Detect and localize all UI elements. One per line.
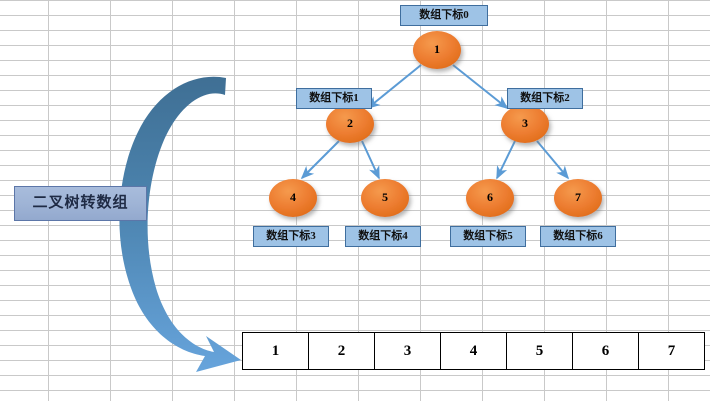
node-value-4: 4 xyxy=(290,190,296,204)
tree-edges xyxy=(300,64,570,180)
edge-n3-n7 xyxy=(536,140,570,180)
edge-n1-n2 xyxy=(366,64,422,110)
index-label-box-3: 数组下标3 xyxy=(253,226,329,247)
node-circle-5 xyxy=(361,179,409,217)
node-value-3: 3 xyxy=(522,116,528,130)
node-value-7: 7 xyxy=(575,190,581,204)
array-cell-0: 1 xyxy=(242,332,309,370)
index-label-box-6: 数组下标6 xyxy=(540,226,616,247)
array-cell-2: 3 xyxy=(374,332,441,370)
node-value-2: 2 xyxy=(347,116,353,130)
index-label-box-4: 数组下标4 xyxy=(345,226,421,247)
node-value-5: 5 xyxy=(382,190,388,204)
index-label-box-5: 数组下标5 xyxy=(450,226,526,247)
node-circle-6 xyxy=(466,179,514,217)
index-label-box-0: 数组下标0 xyxy=(400,5,488,26)
node-value-1: 1 xyxy=(434,42,440,56)
edge-n3-n6 xyxy=(496,140,516,180)
index-label-box-1: 数组下标1 xyxy=(296,88,372,109)
node-value-6: 6 xyxy=(487,190,493,204)
conversion-title-box: 二叉树转数组 xyxy=(14,186,147,221)
array-cell-6: 7 xyxy=(638,332,705,370)
array-cell-4: 5 xyxy=(506,332,573,370)
array-cell-1: 2 xyxy=(308,332,375,370)
node-circle-2 xyxy=(326,105,374,143)
table-row: 1 2 3 4 5 6 7 xyxy=(242,332,705,370)
node-circle-4 xyxy=(269,179,317,217)
node-circle-1 xyxy=(413,31,461,69)
node-circle-3 xyxy=(501,105,549,143)
curved-conversion-arrow xyxy=(119,76,241,372)
edge-n1-n3 xyxy=(452,64,509,109)
tree-nodes xyxy=(269,31,602,217)
node-circle-7 xyxy=(554,179,602,217)
edge-n2-n4 xyxy=(300,140,340,180)
array-cell-5: 6 xyxy=(572,332,639,370)
index-label-box-2: 数组下标2 xyxy=(507,88,583,109)
flattened-array-table: 1 2 3 4 5 6 7 xyxy=(242,332,705,370)
edge-n2-n5 xyxy=(361,140,380,180)
array-cell-3: 4 xyxy=(440,332,507,370)
